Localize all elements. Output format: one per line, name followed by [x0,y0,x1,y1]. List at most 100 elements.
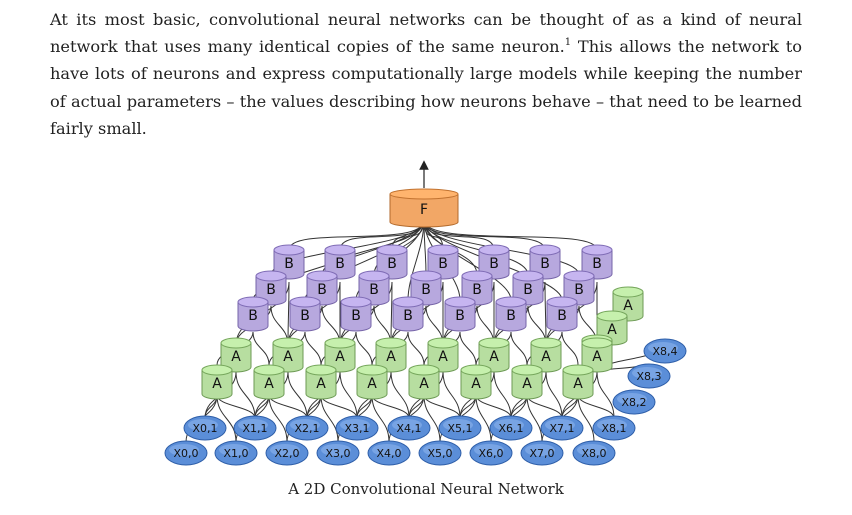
footnote-marker[interactable]: 1 [564,37,572,49]
input-node-side-1-label: X8,3 [636,370,661,383]
layer-a-neuron-front-3-label: A [367,376,377,392]
layer-b-neuron-back-4-label: B [489,256,499,272]
input-node-row0-5-label: X5,0 [427,447,452,460]
input-node-side-0-label: X8,2 [621,396,646,409]
layer-a-neuron-back-0: A [220,337,252,373]
layer-a-neuron-front-0-label: A [212,376,222,392]
layer-a-neuron-back-4-label: A [438,349,448,365]
input-node-row1-1-label: X1,1 [242,422,267,435]
input-node-row0-2-label: X2,0 [274,447,299,460]
paragraph-text-2: This allows the network to have lots of … [50,37,802,138]
input-node-side-1: X8,3 [627,363,671,389]
input-node-row1-3: X3,1 [335,415,379,441]
layer-b-neuron-front-6-label: B [557,308,567,324]
paragraph-text-1: At its most basic, convolutional neural … [50,10,802,57]
input-node-row0-3-label: X3,0 [325,447,350,460]
input-node-side-0: X8,2 [612,389,656,415]
layer-b-neuron-mid-4-label: B [472,282,482,298]
layer-b-neuron-back-5: B [529,244,561,280]
input-node-row0-2: X2,0 [265,440,309,466]
input-node-row0-7-label: X7,0 [529,447,554,460]
layer-b-neuron-mid-3-label: B [421,282,431,298]
layer-b-neuron-front-2-label: B [351,308,361,324]
layer-b-neuron-front-3-label: B [403,308,413,324]
input-node-row0-3: X3,0 [316,440,360,466]
layer-b-neuron-back-0: B [273,244,305,280]
layer-a-neuron-side-1-label: A [607,322,617,338]
layer-a-neuron-back-0-label: A [231,349,241,365]
output-neuron-f: F [389,188,459,228]
layer-a-neuron-front-5: A [460,364,492,400]
input-node-row1-4: X4,1 [387,415,431,441]
layer-a-neuron-back-2-label: A [335,349,345,365]
layer-a-neuron-back-6: A [530,337,562,373]
figure-caption: A 2D Convolutional Neural Network [288,480,564,498]
layer-b-neuron-mid-6-label: B [574,282,584,298]
input-node-row1-6-label: X6,1 [498,422,523,435]
input-node-row1-0-label: X0,1 [192,422,217,435]
layer-a-neuron-front-1-label: A [264,376,274,392]
layer-b-neuron-back-2-label: B [387,256,397,272]
input-node-side-2: X8,4 [643,338,687,364]
layer-a-neuron-front-0: A [201,364,233,400]
input-node-row1-8-label: X8,1 [601,422,626,435]
input-node-row0-6-label: X6,0 [478,447,503,460]
input-node-row0-5: X5,0 [418,440,462,466]
input-node-row0-6: X6,0 [469,440,513,466]
layer-b-neuron-mid-2-label: B [369,282,379,298]
input-node-row1-7-label: X7,1 [549,422,574,435]
input-node-row0-8: X8,0 [572,440,616,466]
convnet-figure: BBBBBBBBBBBBBBBBBBBBBAAAAAAAAAAAAAAAAAAA… [0,150,852,485]
input-node-row1-2-label: X2,1 [294,422,319,435]
layer-a-neuron-front-4: A [408,364,440,400]
input-node-row1-7: X7,1 [540,415,584,441]
layer-a-neuron-back-3-label: A [386,349,396,365]
layer-b-neuron-front-1-label: B [300,308,310,324]
layer-b-neuron-front-0-label: B [248,308,258,324]
layer-b-neuron-mid-0-label: B [266,282,276,298]
layer-a-neuron-front-7-label: A [573,376,583,392]
layer-b-neuron-back-1-label: B [335,256,345,272]
input-node-row0-4: X4,0 [367,440,411,466]
input-node-row1-5: X5,1 [438,415,482,441]
layer-a-neuron-back-3: A [375,337,407,373]
input-node-row1-0: X0,1 [183,415,227,441]
layer-b-neuron-mid-1-label: B [317,282,327,298]
input-node-row0-0-label: X0,0 [173,447,198,460]
layer-b-neuron-front-4-label: B [455,308,465,324]
layer-b-neuron-back-1: B [324,244,356,280]
layer-b-neuron-front-5: B [495,296,527,332]
layer-a-neuron-front-2-label: A [316,376,326,392]
input-node-row0-8-label: X8,0 [581,447,606,460]
input-node-side-2-label: X8,4 [652,345,677,358]
input-node-row1-2: X2,1 [285,415,329,441]
input-node-row0-0: X0,0 [164,440,208,466]
layer-a-neuron-back-7: A [581,337,613,373]
layer-a-neuron-front-2: A [305,364,337,400]
layer-b-neuron-front-5-label: B [506,308,516,324]
layer-b-neuron-front-6: B [546,296,578,332]
input-node-row0-4-label: X4,0 [376,447,401,460]
layer-b-neuron-mid-5-label: B [523,282,533,298]
layer-a-neuron-front-1: A [253,364,285,400]
input-node-row0-1-label: X1,0 [223,447,248,460]
body-paragraph: At its most basic, convolutional neural … [50,6,802,142]
input-node-row1-4-label: X4,1 [396,422,421,435]
layer-b-neuron-front-1: B [289,296,321,332]
layer-b-neuron-back-0-label: B [284,256,294,272]
input-node-row1-6: X6,1 [489,415,533,441]
layer-a-neuron-back-4: A [427,337,459,373]
layer-b-neuron-back-3-label: B [438,256,448,272]
layer-a-neuron-back-1-label: A [283,349,293,365]
input-node-row1-3-label: X3,1 [344,422,369,435]
layer-a-neuron-front-7: A [562,364,594,400]
layer-b-neuron-back-5-label: B [540,256,550,272]
layer-b-neuron-front-4: B [444,296,476,332]
input-node-row1-1: X1,1 [233,415,277,441]
layer-a-neuron-back-2: A [324,337,356,373]
layer-a-neuron-front-5-label: A [471,376,481,392]
layer-b-neuron-front-0: B [237,296,269,332]
layer-a-neuron-back-7-label: A [592,349,602,365]
layer-b-neuron-back-2: B [376,244,408,280]
input-node-row0-7: X7,0 [520,440,564,466]
